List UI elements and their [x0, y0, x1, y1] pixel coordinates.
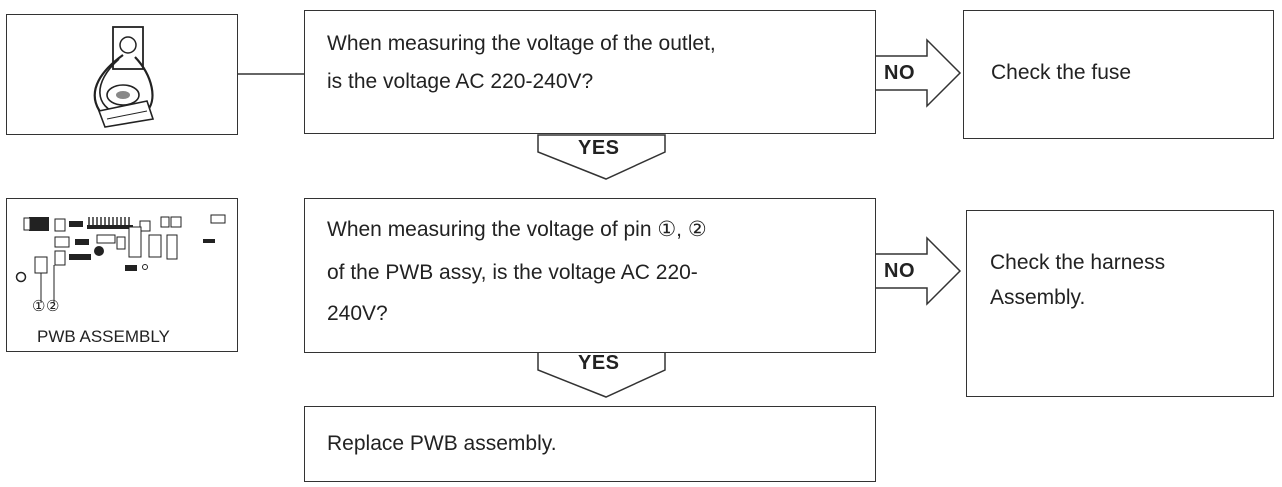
pwb-caption: PWB ASSEMBLY [37, 327, 170, 346]
question-box-2 [304, 198, 876, 353]
result-box-harness [966, 210, 1274, 397]
no-arrow-1 [874, 38, 962, 108]
pin-marker-1: ① [32, 298, 46, 315]
result-harness-line-2: Assembly. [990, 286, 1086, 309]
no-label-2: NO [884, 260, 915, 282]
yes-arrow-1 [537, 134, 666, 180]
outlet-image-box [6, 14, 238, 135]
pwb-image-box: ① ② PWB ASSEMBLY [6, 198, 238, 352]
question-2-line-1: When measuring the voltage of pin ①, ② [327, 218, 707, 241]
question-1-line-1: When measuring the voltage of the outlet… [327, 32, 716, 55]
question-box-1 [304, 10, 876, 134]
question-2-line-2: of the PWB assy, is the voltage AC 220- [327, 261, 698, 284]
result-harness-line-1: Check the harness [990, 251, 1166, 274]
pwb-board-icon [15, 214, 226, 303]
question-1-line-2: is the voltage AC 220-240V? [327, 70, 594, 93]
final-action-box [304, 406, 876, 482]
result-box-fuse [963, 10, 1274, 139]
outlet-meter-icon [93, 26, 155, 128]
final-action-text: Replace PWB assembly. [327, 432, 557, 455]
no-label-1: NO [884, 62, 915, 84]
question-2-line-3: 240V? [327, 302, 388, 325]
pin-marker-2: ② [46, 298, 60, 315]
no-arrow-2 [874, 236, 962, 306]
result-fuse-text: Check the fuse [991, 61, 1132, 84]
yes-label-2: YES [578, 352, 620, 374]
yes-label-1: YES [578, 137, 620, 159]
